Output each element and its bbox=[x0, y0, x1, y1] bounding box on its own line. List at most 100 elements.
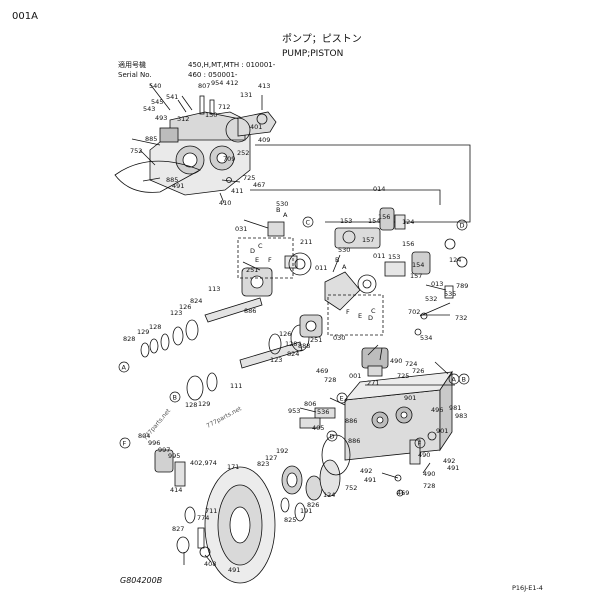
letter-a: A bbox=[342, 263, 347, 271]
letter-f: F bbox=[268, 256, 272, 264]
letter-b: B bbox=[335, 256, 339, 264]
callout: 886 bbox=[345, 417, 357, 425]
callout: 724 bbox=[405, 360, 417, 368]
letter-f: F bbox=[123, 440, 127, 448]
callout: 124 bbox=[402, 218, 414, 226]
callout: 126 bbox=[279, 330, 291, 338]
callout: 414 bbox=[170, 486, 182, 494]
callout: 153 bbox=[340, 217, 352, 225]
callout: 129 bbox=[137, 328, 149, 336]
callout: 491 bbox=[228, 566, 240, 574]
regulator-assembly bbox=[241, 207, 468, 316]
callout: 540 bbox=[149, 82, 161, 90]
letter-marker-c bbox=[302, 216, 314, 228]
callout: 490 bbox=[418, 451, 430, 459]
callout: 491 bbox=[364, 476, 376, 484]
callout: 983 bbox=[455, 412, 467, 420]
letter-marker-b bbox=[169, 391, 181, 403]
title-english: PUMP;PISTON bbox=[282, 49, 344, 59]
applicable-label: 適用号機 bbox=[118, 61, 146, 69]
callout: 543 bbox=[143, 105, 155, 113]
callout: 127 bbox=[265, 454, 277, 462]
callout: 825 bbox=[284, 516, 296, 524]
callout: 113 bbox=[208, 285, 220, 293]
callout: 157 bbox=[410, 272, 422, 280]
callout: 953 bbox=[288, 407, 300, 415]
callout: 532 bbox=[425, 295, 437, 303]
callout: 001 bbox=[349, 372, 361, 380]
callout: 541 bbox=[166, 93, 178, 101]
letter-c: C bbox=[258, 242, 263, 250]
callout: 901 bbox=[436, 427, 448, 435]
callout: 413 bbox=[258, 82, 270, 90]
letter-b: B bbox=[173, 394, 177, 402]
callout: 031 bbox=[235, 225, 247, 233]
title-japanese: ポンプ；ピストン bbox=[282, 34, 362, 45]
callout: 901 bbox=[404, 394, 416, 402]
letter-marker-d bbox=[456, 219, 468, 231]
callout: 192 bbox=[276, 447, 288, 455]
callout: 823 bbox=[257, 460, 269, 468]
callout: 493 bbox=[155, 114, 167, 122]
drawing-number: G804200B bbox=[120, 576, 163, 585]
callout: 789 bbox=[456, 282, 468, 290]
callout: 191 bbox=[300, 507, 312, 515]
letter-f: F bbox=[418, 440, 422, 448]
letter-f: F bbox=[346, 308, 350, 316]
callout: 130 bbox=[205, 111, 217, 119]
callout: 534 bbox=[420, 334, 432, 342]
callout: 702 bbox=[408, 308, 420, 316]
callout: 124 bbox=[323, 491, 335, 499]
callout: 030 bbox=[333, 334, 345, 342]
callout: 492 bbox=[443, 457, 455, 465]
letter-marker-e bbox=[336, 392, 348, 404]
letter-marker-f bbox=[414, 437, 426, 449]
callout: 154 bbox=[412, 261, 424, 269]
callout: 153 bbox=[388, 253, 400, 261]
letter-b: B bbox=[276, 206, 280, 214]
callout: 826 bbox=[307, 501, 319, 509]
callout: 171 bbox=[227, 463, 239, 471]
callout: 154 bbox=[368, 217, 380, 225]
callout: 752 bbox=[345, 484, 357, 492]
callout: 011 bbox=[315, 264, 327, 272]
callout: 709 bbox=[223, 155, 235, 163]
letter-e: E bbox=[340, 395, 344, 403]
callout: 530 bbox=[338, 246, 350, 254]
callout: 013 bbox=[431, 280, 443, 288]
callout: 401 bbox=[250, 123, 262, 131]
callout: 806 bbox=[304, 400, 316, 408]
reference-letter-text: A B C D E F A B F D A B C D E F C D E F … bbox=[122, 206, 466, 448]
callout: 128 bbox=[285, 340, 297, 348]
shaft-assembly bbox=[140, 297, 451, 401]
callout: 536 bbox=[317, 408, 329, 416]
letter-marker-b bbox=[458, 373, 470, 385]
callout: 981 bbox=[449, 404, 461, 412]
letter-a: A bbox=[283, 211, 288, 219]
letter-marker-a bbox=[118, 361, 130, 373]
callout: 496 bbox=[431, 406, 443, 414]
applicable-models: 450,H,MT,MTH : 010001- bbox=[188, 61, 276, 69]
callout: 251 bbox=[310, 336, 322, 344]
callout: 126 bbox=[179, 303, 191, 311]
callout: 469 bbox=[316, 367, 328, 375]
callout: 828 bbox=[123, 335, 135, 343]
callout: 726 bbox=[412, 367, 424, 375]
serial-range: 460 : 050001- bbox=[188, 71, 238, 79]
callout: 886 bbox=[348, 437, 360, 445]
letter-d: D bbox=[330, 433, 335, 441]
letter-marker-d bbox=[326, 430, 338, 442]
callout: 251 bbox=[246, 266, 258, 274]
callout: 412 bbox=[226, 79, 238, 87]
callout: 411 bbox=[231, 187, 243, 195]
callout: 885 bbox=[145, 135, 157, 143]
callout: 728 bbox=[324, 376, 336, 384]
callout: 728 bbox=[423, 482, 435, 490]
callout: 211 bbox=[300, 238, 312, 246]
callout: 711 bbox=[205, 507, 217, 515]
callout: 408 bbox=[204, 560, 216, 568]
callout: 252 bbox=[237, 149, 249, 157]
